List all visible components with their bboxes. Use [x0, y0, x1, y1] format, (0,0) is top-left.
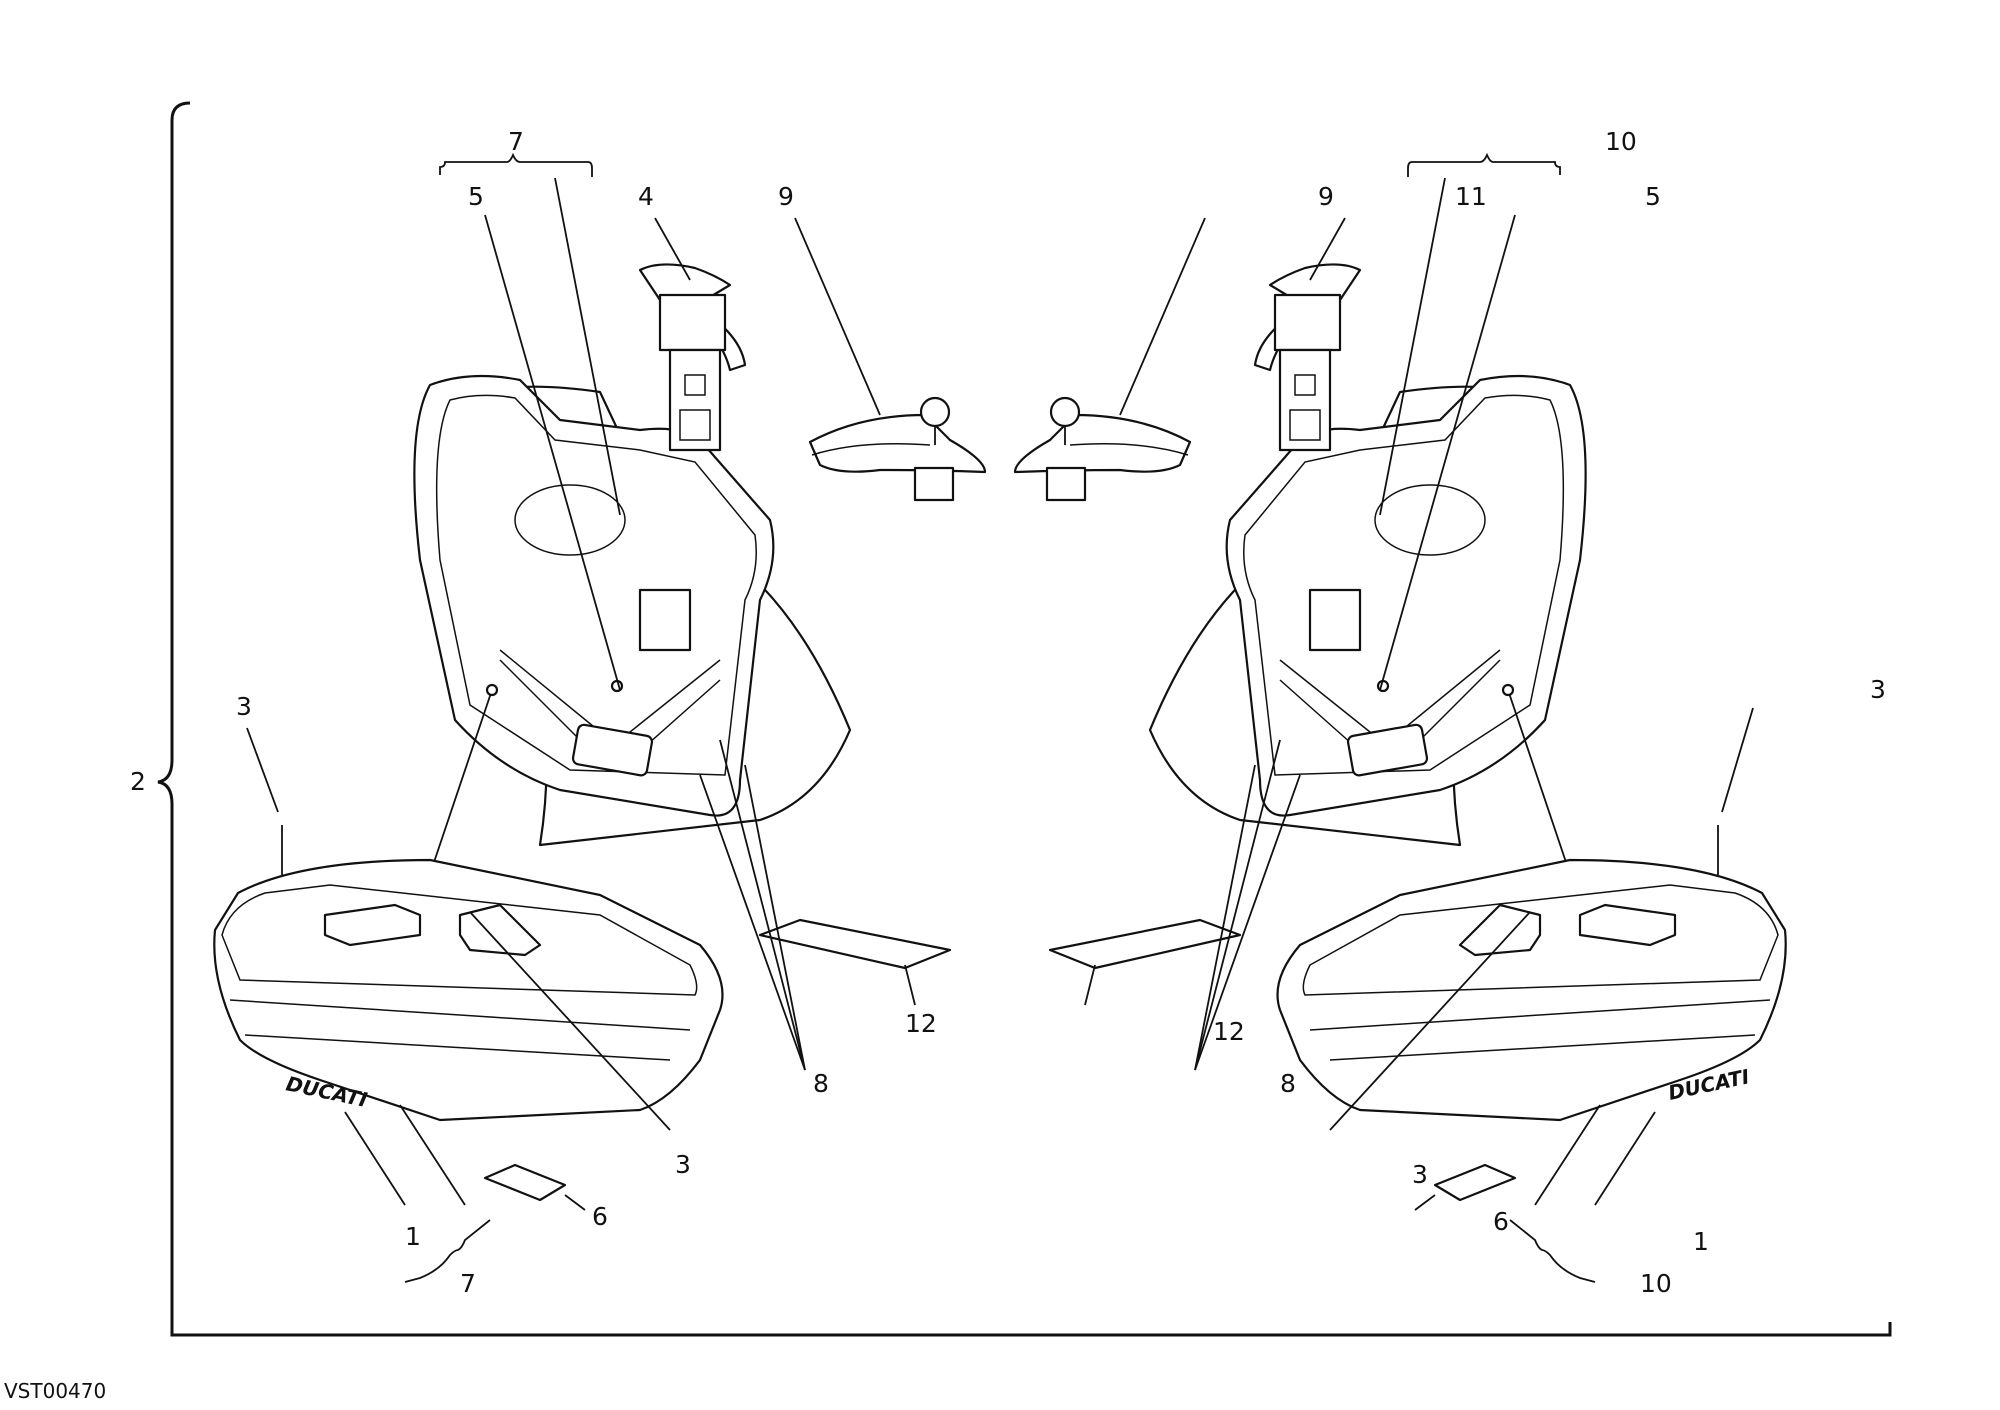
callout-left-3-b: 3: [675, 1150, 691, 1179]
right-side-case: [1013, 152, 1787, 1283]
callout-right-3-b: 3: [1412, 1160, 1428, 1189]
callout-left-1: 1: [405, 1222, 421, 1251]
right-reflector-12: [1048, 918, 1242, 970]
callout-right-5: 5: [1645, 182, 1661, 211]
callout-left-9: 9: [778, 182, 794, 211]
callout-left-12: 12: [905, 1009, 937, 1038]
assembly-bracket-2: [157, 101, 1892, 1337]
callout-left-8: 8: [813, 1069, 829, 1098]
callout-right-3-a: 3: [1870, 675, 1886, 704]
callout-left-7-top: 7: [508, 127, 524, 156]
right-lid-cover-9: [1013, 396, 1192, 502]
left-lock-key-icon: [919, 396, 951, 428]
left-leader-lines: [246, 152, 916, 1283]
callout-right-8: 8: [1280, 1069, 1296, 1098]
left-reflector-6: [483, 1163, 567, 1202]
callout-right-12: 12: [1213, 1017, 1245, 1046]
callout-right-10-bottom: 10: [1640, 1269, 1672, 1298]
right-leader-lines: [1084, 152, 1754, 1283]
left-latch-4: [638, 263, 747, 452]
callout-left-7-bottom: 7: [460, 1269, 476, 1298]
left-side-case: DUCATI: [213, 374, 952, 1202]
callout-left-5: 5: [468, 182, 484, 211]
left-lid-cover-9: [808, 396, 987, 502]
right-lock-key-icon: [1049, 396, 1081, 428]
callout-right-11: 11: [1455, 182, 1487, 211]
callout-left-6: 6: [592, 1202, 608, 1231]
right-latch-11: [1253, 263, 1362, 452]
callout-left-3-a: 3: [236, 692, 252, 721]
callout-right-6: 6: [1493, 1207, 1509, 1236]
callout-left-4: 4: [638, 182, 654, 211]
left-reflector-12: [758, 918, 952, 970]
callout-right-9: 9: [1318, 182, 1334, 211]
callout-right-10-top: 10: [1605, 127, 1637, 156]
drawing-code: VST00470: [4, 1379, 106, 1403]
callout-2: 2: [130, 767, 146, 796]
right-reflector-6: [1433, 1163, 1517, 1202]
callout-right-1: 1: [1693, 1227, 1709, 1256]
